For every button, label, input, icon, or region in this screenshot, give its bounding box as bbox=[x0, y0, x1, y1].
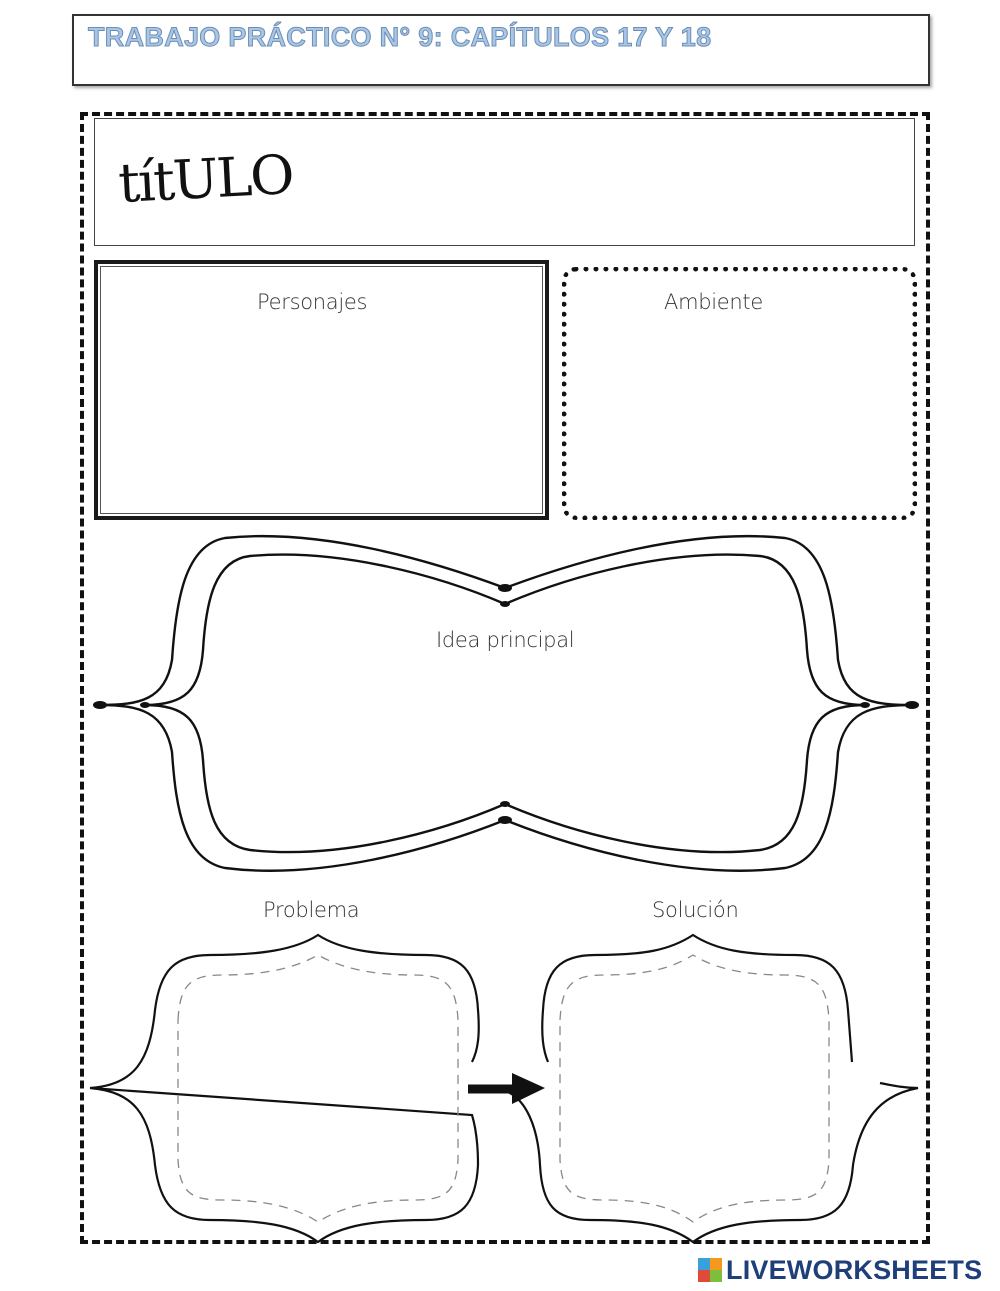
problema-label: Problema bbox=[263, 898, 360, 922]
ambiente-label: Ambiente bbox=[664, 290, 763, 314]
ambiente-answer-box[interactable] bbox=[562, 267, 917, 520]
idea-principal-label: Idea principal bbox=[436, 628, 575, 652]
problema-frame[interactable] bbox=[89, 933, 480, 1244]
personajes-answer-box[interactable] bbox=[94, 260, 549, 520]
title-answer-box[interactable] bbox=[94, 118, 915, 246]
header-banner: TRABAJO PRÁCTICO N° 9: CAPÍTULOS 17 Y 18 bbox=[72, 14, 930, 86]
solucion-label: Solución bbox=[652, 898, 739, 922]
liveworksheets-logo-icon bbox=[698, 1258, 722, 1282]
solucion-frame[interactable] bbox=[507, 933, 919, 1244]
arrow-right-icon bbox=[468, 1073, 545, 1104]
brand-name: LIVEWORKSHEETS bbox=[726, 1254, 983, 1285]
worksheet-title: TRABAJO PRÁCTICO N° 9: CAPÍTULOS 17 Y 18 bbox=[87, 22, 712, 53]
worksheet-frame bbox=[80, 112, 930, 1244]
liveworksheets-brand[interactable]: LIVEWORKSHEETS bbox=[698, 1254, 983, 1285]
personajes-label: Personajes bbox=[257, 290, 368, 314]
